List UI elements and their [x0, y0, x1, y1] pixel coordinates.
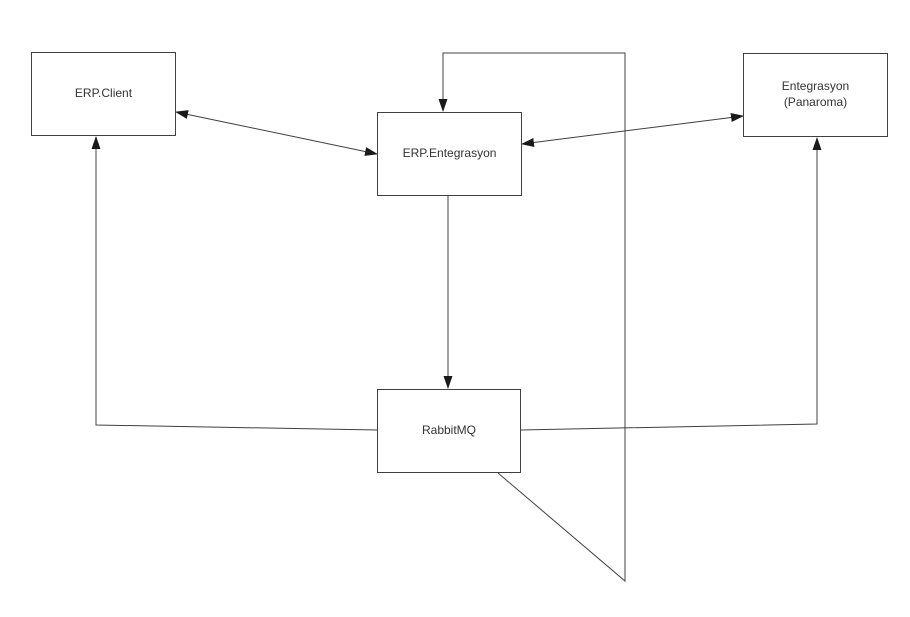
- node-entegrasyon-panaroma-label-line1: Entegrasyon: [781, 79, 850, 94]
- node-entegrasyon-panaroma-label-line2: (Panaroma): [783, 95, 848, 109]
- node-erp-entegrasyon: ERP.Entegrasyon: [377, 112, 522, 196]
- node-rabbitmq-label: RabbitMQ: [421, 423, 477, 438]
- node-rabbitmq: RabbitMQ: [377, 389, 521, 473]
- edge-erp-entegrasyon-erp-client: [175, 110, 378, 156]
- edge-rabbitmq-erp-client: [91, 136, 378, 431]
- node-erp-client: ERP.Client: [31, 52, 176, 136]
- node-erp-entegrasyon-label: ERP.Entegrasyon: [402, 146, 497, 161]
- edge-rabbitmq-entegrasyon-panaroma: [520, 137, 822, 431]
- node-erp-client-label: ERP.Client: [74, 86, 133, 101]
- node-entegrasyon-panaroma: Entegrasyon (Panaroma): [743, 53, 888, 137]
- edge-entegrasyon-panaroma-erp-entegrasyon: [521, 113, 744, 147]
- edge-rabbitmq-erp-entegrasyon-loop: [438, 52, 626, 583]
